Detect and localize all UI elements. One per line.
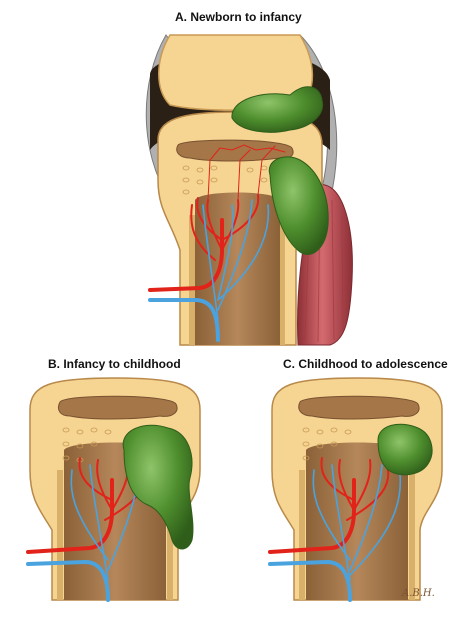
panel-a-title: A. Newborn to infancy	[175, 10, 302, 24]
signature: A.B.H.	[401, 588, 435, 599]
panel-b-diagram	[26, 377, 201, 602]
abscess-subperiosteal	[268, 156, 329, 255]
abscess-c	[377, 423, 433, 476]
ossification-center-c	[298, 395, 420, 420]
ossification-center	[176, 139, 294, 162]
abscess-b	[122, 424, 194, 550]
panel-b-title: B. Infancy to childhood	[48, 357, 181, 371]
abscess-epiphyseal	[231, 86, 324, 133]
panel-c-title: C. Childhood to adolescence	[283, 357, 448, 371]
ossification-center-b	[57, 395, 178, 420]
panel-c-diagram	[268, 377, 443, 602]
panel-a-diagram	[145, 34, 353, 346]
